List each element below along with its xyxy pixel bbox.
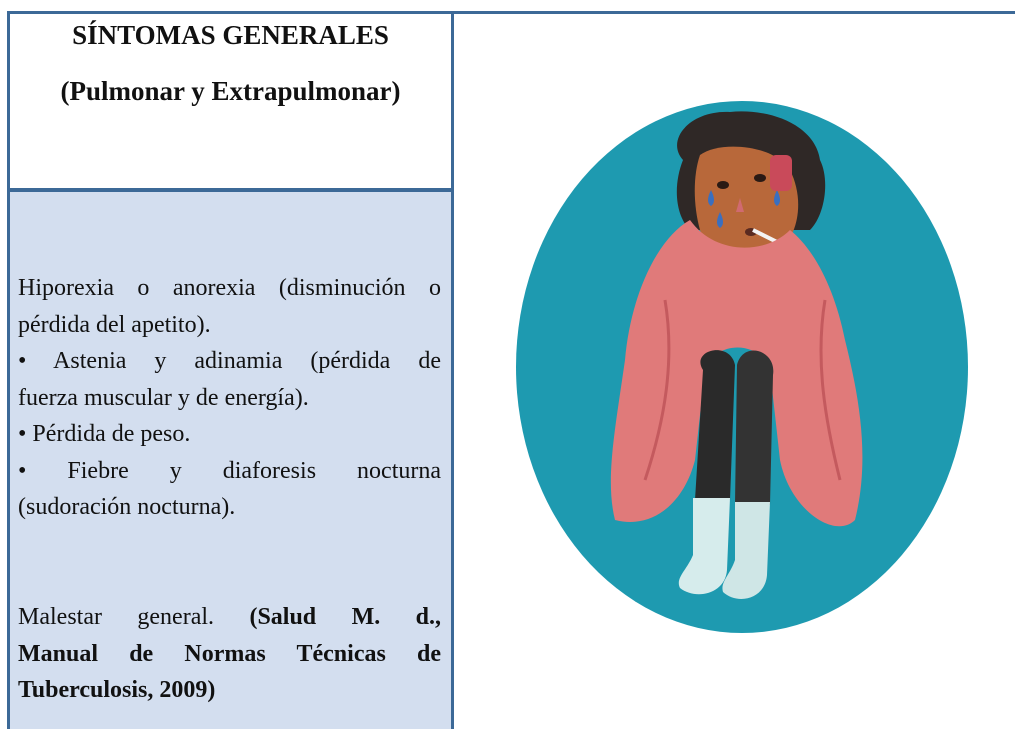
table-left-border [7,11,10,729]
leg-icon [735,350,774,505]
sick-person-illustration [516,101,968,633]
symptom-line: • Pérdida de peso. [18,421,191,447]
nose-icon [736,198,744,212]
citation-part: (Salud M. d., [249,604,442,630]
table-top-border [7,11,1015,14]
leg-icon [695,350,735,500]
sock-icon [678,498,730,595]
citation-line: Manual de Normas Técnicas de [18,636,441,673]
header-divider [7,188,454,192]
closing-line: Malestar general. (Salud M. d., [18,599,441,636]
citation-part: Tuberculosis, 2009) [18,677,216,703]
hand-icon [770,155,792,191]
sweat-drop-icon [717,212,723,228]
symptom-line: pérdida del apetito). [18,311,211,338]
blanket-fold-icon [819,299,842,481]
page-title: SÍNTOMAS GENERALES [72,20,389,50]
blanket-fold-icon [643,299,671,481]
citation-part: Manual de Normas Técnicas de [18,640,441,667]
symptoms-cell: Hiporexia o anorexia (disminución o pérd… [10,192,451,729]
blanket-icon [610,220,863,527]
page-subtitle: (Pulmonar y Extrapulmonar) [60,76,401,106]
symptoms-list: Hiporexia o anorexia (disminución o pérd… [18,270,441,526]
header-cell: SÍNTOMAS GENERALES (Pulmonar y Extrapulm… [10,14,451,190]
symptom-line: • Astenia y adinamia (pérdida de [18,348,441,374]
eye-icon [754,174,766,182]
symptom-line: (sudoración nocturna). [18,494,236,520]
table-column-divider [451,11,454,729]
sock-icon [722,502,770,599]
symptom-line: • Fiebre y diaforesis nocturna [18,457,441,484]
sweat-drop-icon [774,190,780,206]
symptom-line: fuerza muscular y de energía). [18,384,309,411]
closing-text: Malestar general. [18,604,215,630]
sweat-drop-icon [708,190,714,206]
citation-line: Tuberculosis, 2009) [18,672,441,709]
closing-paragraph: Malestar general. (Salud M. d., Manual d… [18,599,441,709]
eye-icon [717,181,729,189]
symptom-line: Hiporexia o anorexia (disminución o [18,275,441,301]
